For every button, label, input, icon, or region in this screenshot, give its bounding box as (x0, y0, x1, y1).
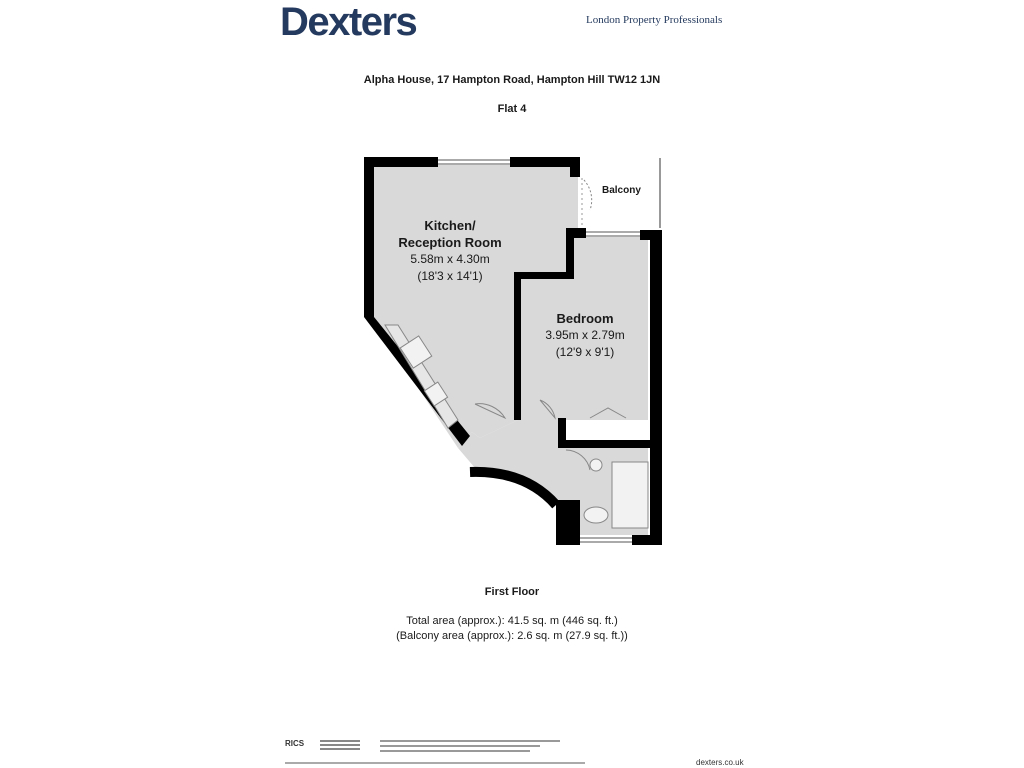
kitchen-name-line2: Reception Room (398, 235, 502, 250)
kitchen-units (384, 324, 459, 429)
walls (364, 157, 662, 545)
property-address: Alpha House, 17 Hampton Road, Hampton Hi… (363, 74, 661, 86)
bedroom-imperial: (12'9 x 9'1) (555, 345, 615, 359)
website-link[interactable]: dexters.co.uk (696, 758, 744, 767)
bedroom-label: Bedroom 3.95m x 2.79m (12'9 x 9'1) (530, 310, 640, 361)
dexters-logo: Dexters (280, 0, 418, 44)
flat-number: Flat 4 (497, 103, 527, 115)
bedroom-name: Bedroom (556, 311, 614, 326)
bathroom-fixtures (583, 458, 649, 529)
kitchen-imperial: (18'3 x 14'1) (417, 269, 483, 283)
balcony-label: Balcony (602, 185, 641, 196)
bedroom-floor (518, 237, 648, 420)
balcony-outline (581, 158, 661, 228)
hallway-floor (458, 420, 575, 500)
company-registration (380, 740, 560, 752)
kitchen-name-line1: Kitchen/ (424, 218, 476, 233)
total-area: Total area (approx.): 41.5 sq. m (446 sq… (406, 615, 618, 627)
bedroom-metric: 3.95m x 2.79m (545, 328, 625, 342)
balcony-area: (Balcony area (approx.): 2.6 sq. m (27.9… (396, 630, 628, 642)
kitchen-label: Kitchen/ Reception Room 5.58m x 4.30m (1… (380, 217, 520, 285)
disclaimer (285, 762, 585, 764)
rics-logo: RICS (285, 739, 305, 748)
curved-wall (469, 466, 560, 509)
tagline: London Property Professionals (586, 14, 723, 26)
floor-label: First Floor (484, 586, 540, 598)
doors (474, 179, 627, 471)
rics-details (320, 740, 360, 750)
kitchen-metric: 5.58m x 4.30m (410, 252, 490, 266)
windows (438, 159, 640, 543)
